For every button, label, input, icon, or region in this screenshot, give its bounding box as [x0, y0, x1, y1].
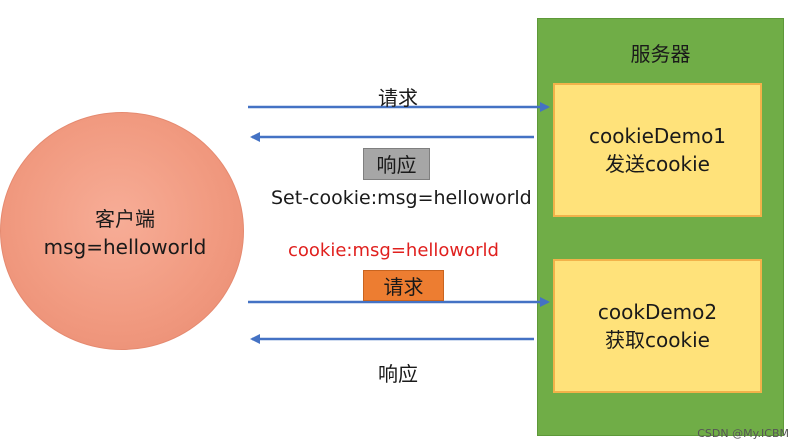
client-label: 客户端 msg=helloworld [40, 205, 210, 261]
cookie-header: cookie:msg=helloworld [288, 240, 499, 261]
servlet-1-action: 发送cookie [605, 152, 710, 176]
response-2-label: 响应 [378, 362, 418, 386]
servlet-2-action: 获取cookie [605, 328, 710, 352]
servlet-cook-demo2: cookDemo2 获取cookie [553, 259, 762, 393]
request-1-label: 请求 [378, 86, 418, 110]
servlet-1-name: cookieDemo1 [588, 124, 727, 148]
response-1-label-box: 响应 [363, 148, 430, 180]
server-title: 服务器 [630, 42, 691, 66]
client-title: 客户端 [95, 207, 155, 231]
watermark-text: CSDN @My.ICBM [697, 427, 789, 440]
servlet-2-name: cookDemo2 [597, 300, 718, 324]
client-cookie-value: msg=helloworld [43, 235, 207, 259]
servlet-cookie-demo1: cookieDemo1 发送cookie [553, 83, 762, 217]
request-2-label-box: 请求 [363, 270, 444, 301]
set-cookie-header: Set-cookie:msg=helloworld [271, 187, 532, 209]
client-ellipse [0, 112, 244, 350]
